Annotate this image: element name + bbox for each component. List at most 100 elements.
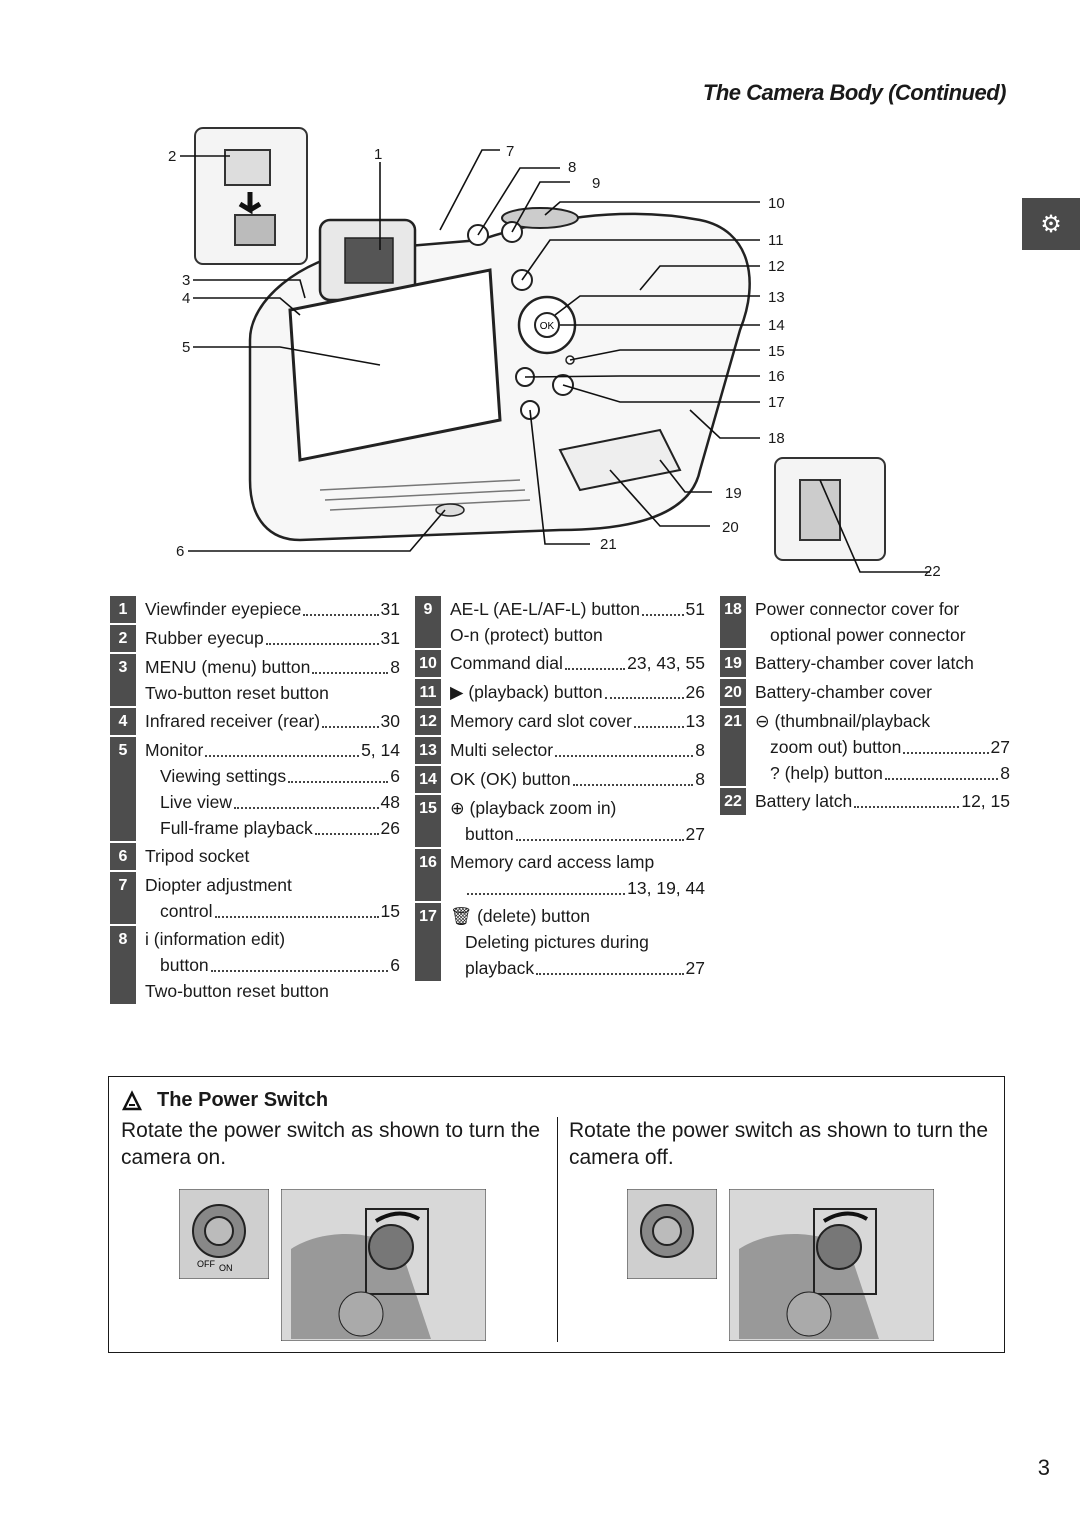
page-reference: 27 xyxy=(685,958,705,978)
callout-13: 13 xyxy=(768,289,785,306)
callout-5: 5 xyxy=(182,339,190,356)
callout-3: 3 xyxy=(182,272,190,289)
legend-text: Rubber eyecup xyxy=(145,628,264,648)
leader-dots xyxy=(884,760,999,780)
page-reference: 31 xyxy=(380,599,400,619)
legend-body: Battery-chamber cover xyxy=(746,679,1010,706)
legend-number: 17 xyxy=(415,903,441,981)
leader-dots xyxy=(515,821,684,841)
setup-icon: ⚙ xyxy=(1040,210,1062,238)
page-number: 3 xyxy=(1037,1455,1050,1480)
legend-text: Live view xyxy=(160,792,232,812)
legend-number: 13 xyxy=(415,737,441,764)
leader-dots xyxy=(314,815,379,835)
legend-number: 7 xyxy=(110,872,136,924)
callout-1: 1 xyxy=(374,146,382,163)
legend-line: Live view 48 xyxy=(145,789,400,815)
page-reference: 48 xyxy=(380,792,400,812)
legend-text: ? (help) button xyxy=(770,763,883,783)
page-reference: 5, 14 xyxy=(361,740,400,760)
legend-number: 11 xyxy=(415,679,441,706)
callout-6: 6 xyxy=(176,543,184,560)
power-off-instruction: Rotate the power switch as shown to turn… xyxy=(569,1119,989,1169)
leader-dots xyxy=(265,625,379,645)
leader-dots xyxy=(536,955,684,975)
legend-body: Tripod socket xyxy=(136,843,400,870)
leader-dots xyxy=(555,737,694,757)
legend-body: Infrared receiver (rear)30 xyxy=(136,708,400,735)
note-title-text: The Power Switch xyxy=(157,1089,329,1111)
legend-text: Infrared receiver (rear) xyxy=(145,711,321,731)
legend-text: MENU (menu) button xyxy=(145,657,311,677)
leader-dots xyxy=(604,679,684,699)
legend-line: Power connector cover for xyxy=(755,596,1010,622)
callout-7: 7 xyxy=(506,143,514,160)
power-off-switch-closeup xyxy=(627,1189,717,1279)
callout-20: 20 xyxy=(722,519,739,536)
legend-number: 15 xyxy=(415,795,441,847)
page-reference: 13, 19, 44 xyxy=(627,878,705,898)
leader-dots xyxy=(205,737,360,757)
ok-label: OK xyxy=(540,321,555,332)
off-label: OFF xyxy=(197,1259,215,1269)
legend-text: ⊕ (playback zoom in) xyxy=(450,798,617,818)
callout-22: 22 xyxy=(924,563,941,580)
legend-text: Viewfinder eyepiece xyxy=(145,599,302,619)
legend-number: 9 xyxy=(415,596,441,648)
page-reference: 27 xyxy=(990,737,1010,757)
legend-number: 16 xyxy=(415,849,441,901)
legend-number: 14 xyxy=(415,766,441,793)
legend-text: O-n (protect) button xyxy=(450,625,603,645)
legend-number: 19 xyxy=(720,650,746,677)
page-reference: 8 xyxy=(695,769,705,789)
camera-body-diagram: OK xyxy=(100,120,980,590)
legend-text: playback xyxy=(465,958,535,978)
legend-number: 22 xyxy=(720,788,746,815)
page-reference: 23, 43, 55 xyxy=(627,653,705,673)
callout-11: 11 xyxy=(768,232,784,249)
legend-line: Battery-chamber cover latch xyxy=(755,650,1010,676)
legend-line: 🗑 (delete) button xyxy=(450,903,705,929)
leader-dots xyxy=(214,898,379,918)
legend-number: 1 xyxy=(110,596,136,623)
legend-line: ⊖ (thumbnail/playback xyxy=(755,708,1010,734)
legend-text: control xyxy=(160,901,213,921)
legend-line: O-n (protect) button xyxy=(450,622,705,648)
legend-number: 21 xyxy=(720,708,746,786)
callout-21: 21 xyxy=(600,536,617,553)
legend-line: Battery-chamber cover xyxy=(755,679,1010,705)
legend-body: Viewfinder eyepiece 31 xyxy=(136,596,400,623)
on-label: ON xyxy=(219,1263,233,1273)
legend-entry: 19 Battery-chamber cover latch xyxy=(720,650,1010,677)
legend-text: Battery-chamber cover latch xyxy=(755,653,974,673)
callout-16: 16 xyxy=(768,368,785,385)
callout-9: 9 xyxy=(592,175,600,192)
legend-line: Two-button reset button xyxy=(145,978,400,1004)
legend-number: 12 xyxy=(415,708,441,735)
legend-entry: 1 Viewfinder eyepiece 31 xyxy=(110,596,400,623)
